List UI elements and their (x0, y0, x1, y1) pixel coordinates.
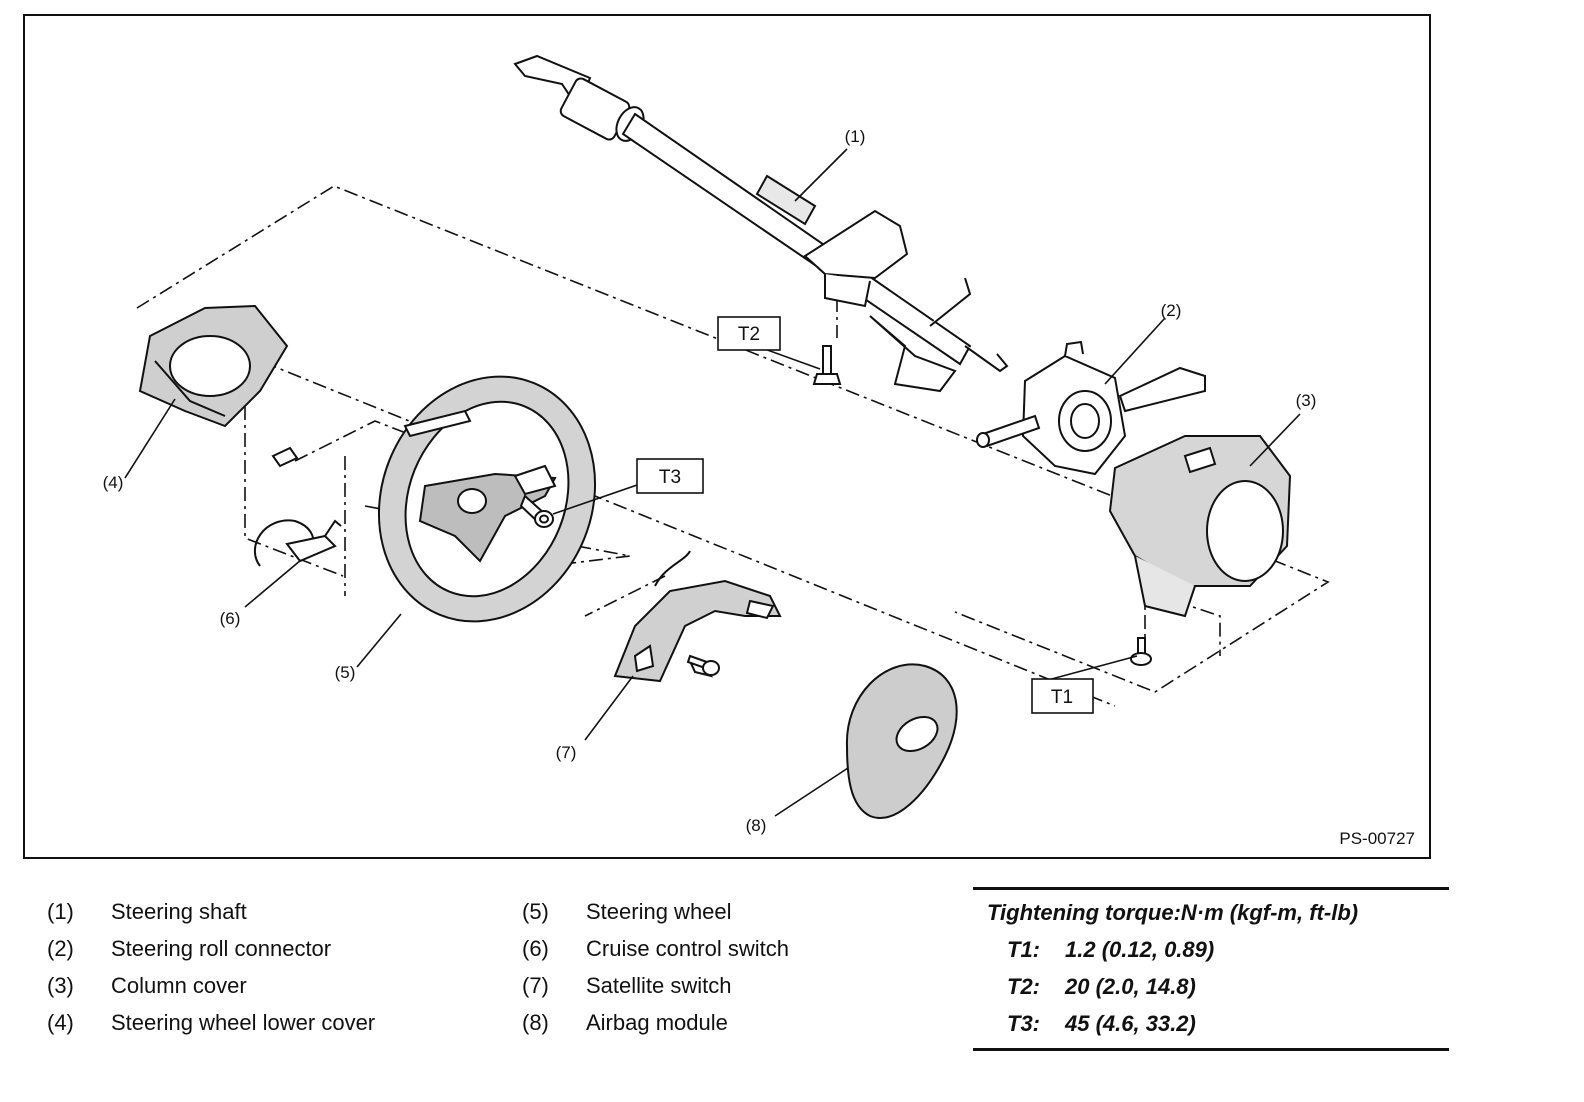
torque-box-t3: T3 (636, 458, 704, 494)
callout-2: (2) (1161, 301, 1182, 320)
legend-item: (1)Steering shaft (47, 899, 247, 924)
torque-row: T2:20 (2.0, 14.8) (1007, 974, 1196, 999)
torque-row: T1:1.2 (0.12, 0.89) (1007, 937, 1215, 962)
legend-item: (3)Column cover (47, 973, 247, 998)
figure-code: PS-00727 (1339, 829, 1415, 848)
exploded-view-diagram: T2 T3 T1 (1) (2) (3) (4) (5) (6) (7) (8) (103, 54, 1330, 835)
callout-4: (4) (103, 473, 124, 492)
callout-6: (6) (220, 609, 241, 628)
callout-8: (8) (746, 816, 767, 835)
legend-left: (1)Steering shaft (2)Steering roll conne… (47, 893, 375, 1041)
legend-item: (7)Satellite switch (522, 973, 732, 998)
assembly-outline (136, 185, 1330, 707)
diagram-frame: T2 T3 T1 (1) (2) (3) (4) (5) (6) (7) (8)… (23, 14, 1431, 859)
leader-lines (124, 148, 1301, 817)
torque-row: T3:45 (4.6, 33.2) (1007, 1011, 1196, 1036)
airbag-module-part (845, 663, 958, 819)
callout-7: (7) (556, 743, 577, 762)
legend-item: (4)Steering wheel lower cover (47, 1010, 376, 1035)
column-cover-screw (1130, 637, 1152, 666)
torque-title: Tightening torque:N·m (kgf-m, ft-lb) (987, 900, 1359, 925)
cruise-control-switch-part (254, 446, 342, 567)
torque-box-t1: T1 (1031, 678, 1094, 714)
legend-item: (5)Steering wheel (522, 899, 732, 924)
callout-5: (5) (335, 663, 356, 682)
legend-item: (6)Cruise control switch (522, 936, 789, 961)
satellite-switch-screw (686, 654, 720, 676)
legend-item: (8)Airbag module (522, 1010, 728, 1035)
steering-wheel-nut (534, 510, 554, 528)
legend-right: (5)Steering wheel (6)Cruise control swit… (522, 893, 789, 1041)
tightening-torque-table: Tightening torque:N·m (kgf-m, ft-lb) T1:… (973, 887, 1449, 1051)
callout-1: (1) (845, 127, 866, 146)
steering-wheel-part (377, 375, 597, 623)
steering-shaft-part (513, 54, 1009, 393)
svg-text:T1: T1 (1051, 687, 1073, 708)
steering-wheel-lower-cover-part (138, 304, 289, 428)
callout-3: (3) (1296, 391, 1317, 410)
svg-text:T2: T2 (738, 324, 760, 345)
steering-roll-connector-part (976, 340, 1206, 476)
torque-box-t2: T2 (717, 316, 781, 351)
column-cover-part (1108, 435, 1292, 618)
svg-text:T3: T3 (659, 467, 681, 488)
satellite-switch-part (613, 550, 782, 683)
legend-item: (2)Steering roll connector (47, 936, 332, 961)
